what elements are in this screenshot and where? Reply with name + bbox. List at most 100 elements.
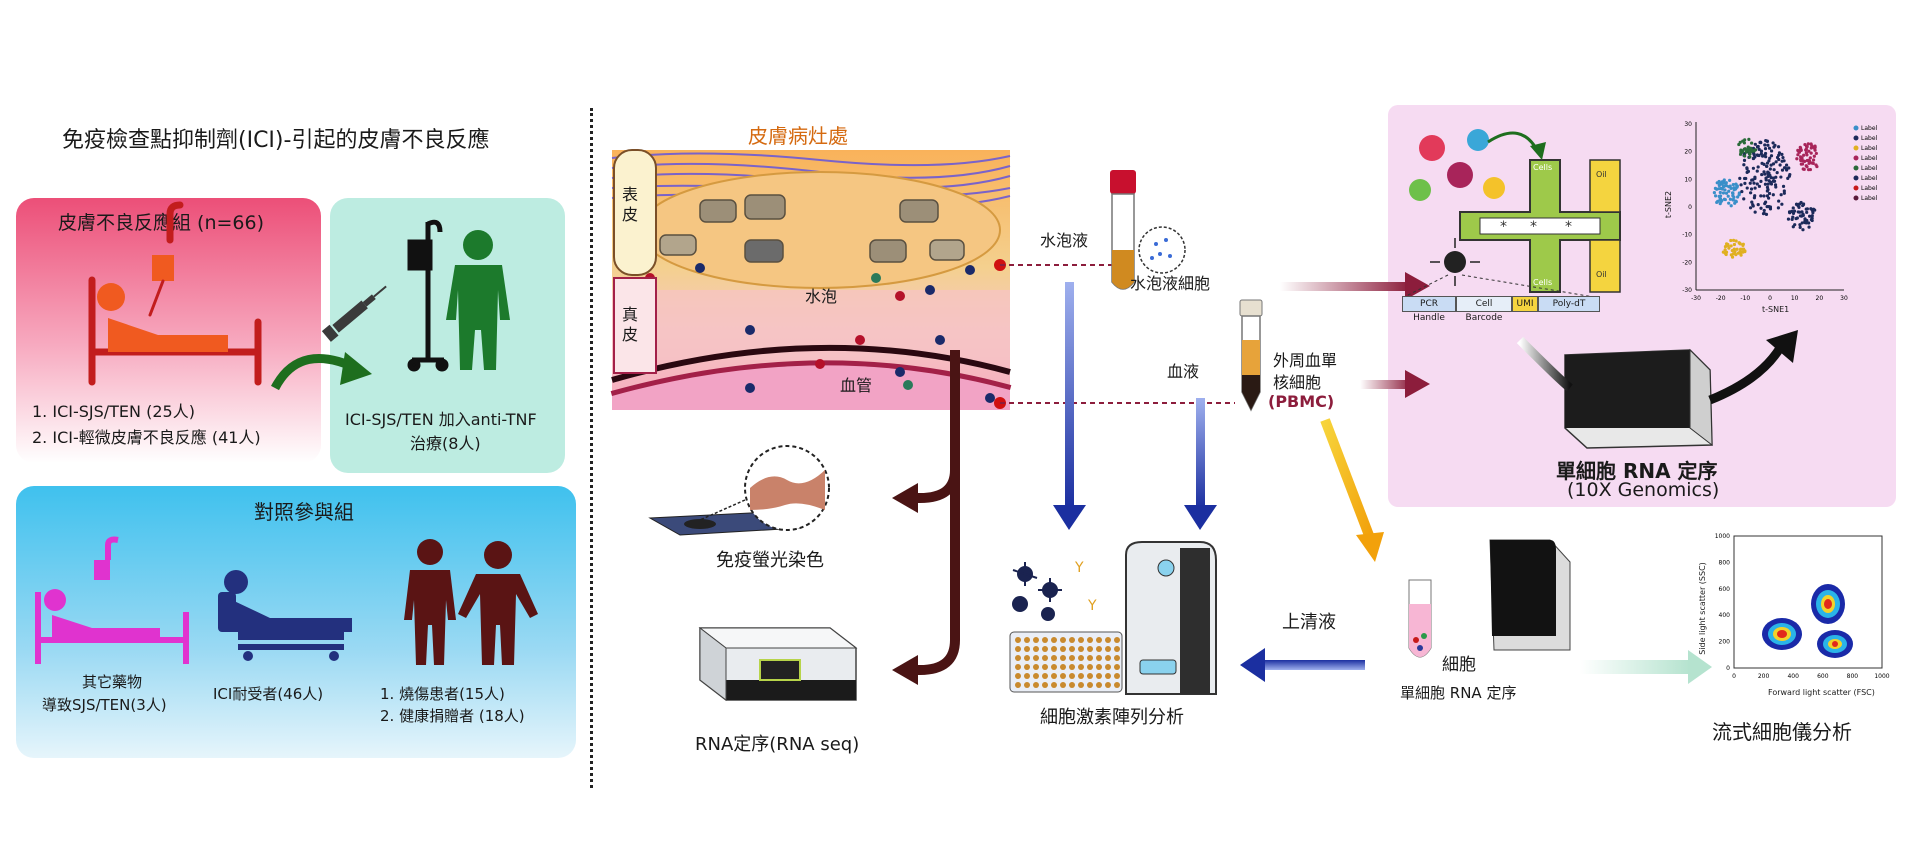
tsne-point: [1712, 191, 1716, 195]
tsne-point: [1784, 163, 1789, 167]
plate-well: [1060, 673, 1066, 679]
tsne-legend-label: Label: [1861, 135, 1878, 142]
tsne-xtick: 20: [1816, 295, 1824, 302]
tsne-point: [1813, 148, 1817, 152]
tsne-point: [1743, 154, 1747, 158]
tsne-point: [1732, 195, 1736, 199]
tsne-point: [1759, 194, 1763, 198]
tsne-point: [1771, 141, 1775, 145]
flow-xtick: 400: [1787, 673, 1799, 680]
barcode-pcr-handle: PCR Handle: [1402, 296, 1456, 323]
tsne-point: [1802, 153, 1806, 157]
tsne-point: [1761, 212, 1766, 216]
tsne-point: [1780, 168, 1785, 172]
pbmc-label-3: (PBMC): [1268, 392, 1335, 411]
cytokine-molecules-icon: Y Y: [1012, 560, 1097, 621]
tsne-point: [1746, 169, 1751, 174]
plate-well: [1087, 655, 1093, 661]
tsne-point: [1775, 171, 1779, 175]
tsne-point: [1723, 197, 1727, 202]
other-drug-line2: 導致SJS/TEN(3人): [42, 696, 167, 714]
chip-label-oil-bottom: Oil: [1596, 270, 1607, 279]
tsne-point: [1723, 181, 1728, 185]
tsne-point: [1732, 188, 1736, 192]
supernatant-label: 上清液: [1282, 612, 1336, 633]
tsne-point: [1798, 223, 1802, 227]
plate-well: [1078, 673, 1084, 679]
tsne-ytick: -30: [1682, 287, 1692, 294]
tsne-point: [1723, 248, 1727, 252]
plate-well: [1060, 655, 1066, 661]
tsne-point: [1771, 162, 1776, 166]
blister-cells-label: 水泡液細胞: [1130, 274, 1211, 293]
barcode-umi: UMI: [1512, 296, 1538, 312]
tsne-point: [1753, 194, 1757, 198]
tsne-point: [1748, 181, 1752, 185]
tsne-point: [1772, 145, 1776, 149]
barcode-row: PCR Handle Cell Barcode UMI Poly-dT: [1402, 296, 1600, 323]
tsne-point: [1800, 221, 1804, 225]
tsne-point: [1755, 169, 1759, 173]
plate-well: [1087, 682, 1093, 688]
tsne-point: [1805, 165, 1809, 169]
tsne-ylabel: t-SNE2: [1664, 190, 1674, 219]
iv-stand-icon: [407, 219, 449, 372]
tsne-point: [1807, 225, 1811, 229]
tsne-point: [1731, 191, 1735, 196]
tsne-point: [1756, 165, 1760, 169]
tsne-legend-marker: [1853, 155, 1859, 161]
tsne-point: [1720, 180, 1724, 184]
plate-well: [1051, 664, 1057, 670]
microfluidic-chip-icon: ***: [1459, 159, 1621, 293]
pbmc-label-1: 外周血單: [1273, 351, 1338, 370]
tsne-point: [1760, 161, 1764, 165]
tsne-point: [1776, 145, 1781, 149]
plate-well: [1096, 673, 1102, 679]
plate-well: [1015, 673, 1021, 679]
plate-well: [1087, 646, 1093, 652]
tsne-ytick: -20: [1682, 259, 1692, 266]
tsne-point: [1772, 179, 1777, 183]
svg-text:*: *: [1500, 219, 1507, 235]
tsne-point: [1737, 241, 1741, 245]
tsne-point: [1801, 213, 1805, 217]
plate-well: [1051, 682, 1057, 688]
plate-well: [1078, 646, 1084, 652]
plate-well: [1015, 637, 1021, 643]
burn-patients-label: 1. 燒傷患者(15人): [380, 685, 505, 703]
svg-text:*: *: [1530, 219, 1537, 235]
tsne-point: [1734, 239, 1738, 243]
flow-ytick: 800: [1719, 559, 1731, 566]
tsne-point: [1721, 191, 1726, 195]
tsne-point: [1804, 147, 1808, 151]
tsne-point: [1776, 206, 1780, 210]
plate-well: [1033, 664, 1039, 670]
tsne-point: [1715, 181, 1719, 185]
tsne-point: [1763, 172, 1767, 176]
plate-well: [1051, 637, 1057, 643]
tsne-point: [1799, 200, 1803, 205]
flow-populations: [1762, 584, 1853, 658]
tsne-point: [1742, 197, 1746, 201]
tsne-point: [1750, 178, 1754, 182]
tsne-point: [1769, 149, 1774, 153]
tsne-point: [1739, 253, 1743, 257]
flow-xtick: 600: [1817, 673, 1829, 680]
tsne-point: [1744, 176, 1748, 181]
tsne-point: [1729, 238, 1733, 243]
tsne-point: [1763, 182, 1768, 186]
tsne-point: [1805, 207, 1809, 211]
tsne-point: [1808, 214, 1812, 218]
plate-well: [1060, 637, 1066, 643]
tsne-point: [1718, 190, 1722, 195]
stretcher-patient-icon: [218, 570, 352, 661]
tsne-point: [1774, 175, 1778, 179]
tsne-xtick: -30: [1691, 295, 1701, 302]
anti-tnf-line1: ICI-SJS/TEN 加入anti-TNF: [345, 410, 537, 429]
plate-well: [1015, 664, 1021, 670]
tsne-point: [1723, 244, 1728, 249]
tsne-point: [1719, 186, 1723, 191]
tsne-point: [1727, 201, 1731, 205]
tsne-point: [1768, 205, 1773, 209]
